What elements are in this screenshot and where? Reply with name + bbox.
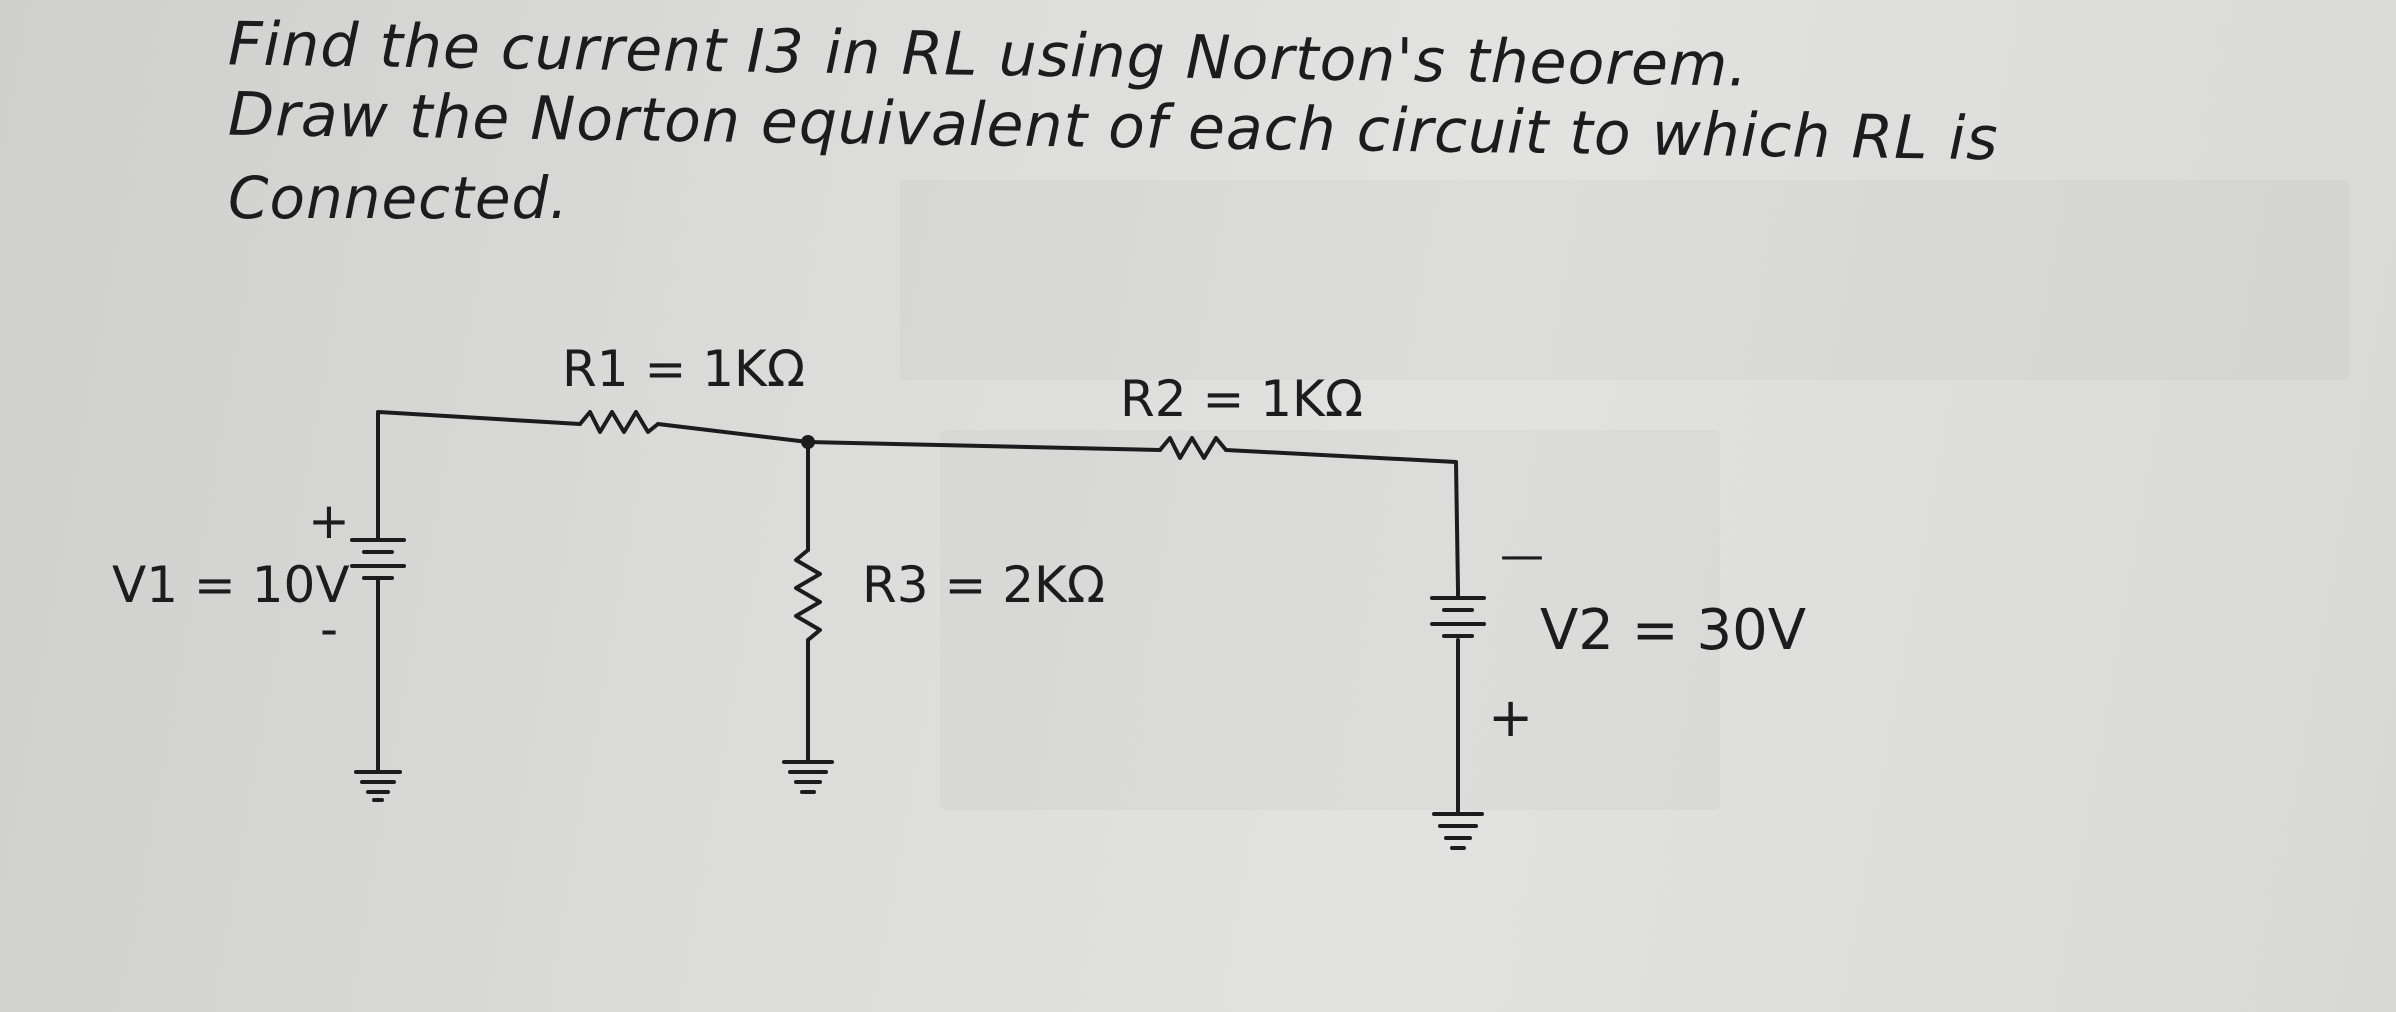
label-r3: R3 = 2KΩ	[862, 556, 1106, 614]
v1-plus-sign: +	[308, 492, 350, 550]
battery-v2	[1430, 588, 1486, 814]
wire-r1-node	[656, 422, 810, 444]
resistor-r1	[578, 410, 660, 434]
resistor-r2	[1158, 436, 1228, 460]
v1-minus-sign: -	[320, 600, 339, 658]
wire-top-left	[376, 410, 582, 522]
v2-minus-sign: —	[1500, 530, 1544, 581]
wire-r2-right	[1224, 448, 1460, 592]
label-r2: R2 = 1KΩ	[1120, 370, 1364, 428]
label-r1: R1 = 1KΩ	[562, 340, 806, 398]
label-v2: V2 = 30V	[1540, 598, 1807, 663]
wire-node-r2	[806, 440, 1162, 452]
bleed-through-region	[940, 430, 1720, 810]
v2-plus-sign: +	[1488, 686, 1534, 749]
bleed-through-region	[900, 180, 2350, 380]
ground-v2	[1432, 812, 1484, 850]
resistor-r3	[794, 548, 822, 642]
ground-v1	[354, 770, 402, 802]
label-v1: V1 = 10V	[112, 556, 350, 614]
problem-line-3: Connected.	[228, 164, 569, 232]
ground-r3	[782, 760, 834, 794]
battery-v1	[350, 518, 406, 772]
